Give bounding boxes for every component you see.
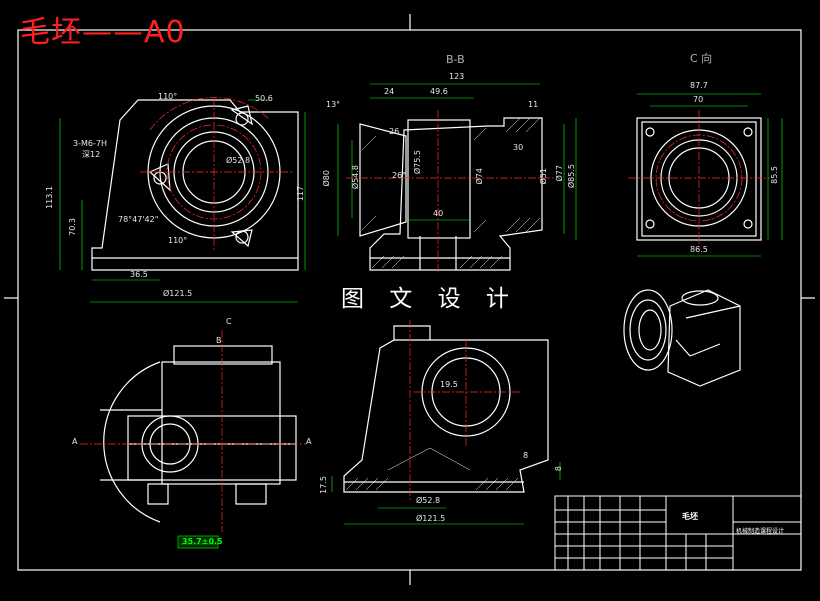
dim-label: Ø80 xyxy=(322,170,331,187)
dim-label: 24 xyxy=(384,87,395,96)
dim-label: 110° xyxy=(158,92,178,101)
view-left-upper xyxy=(91,99,299,271)
dim-label: 86.5 xyxy=(690,245,708,254)
dim-label: 26° xyxy=(392,171,407,180)
view-front xyxy=(343,325,549,493)
view-bb-dims xyxy=(337,83,577,240)
dim-label: 8 xyxy=(523,451,529,460)
dim-label: Ø85.5 xyxy=(567,164,576,189)
view-left-upper-centerlines xyxy=(140,97,292,252)
dim-label: 85.5 xyxy=(770,166,779,184)
dim-label: Ø52.8 xyxy=(416,496,441,505)
dim-label: 113.1 xyxy=(45,186,54,209)
title-block-part: 毛坯 xyxy=(682,512,698,521)
dim-label: 8 xyxy=(554,466,563,472)
section-mark: C xyxy=(226,317,232,326)
dim-label: 13° xyxy=(326,100,341,109)
title-block-school: 机械制造课程设计 xyxy=(736,528,785,535)
dim-label: Ø74 xyxy=(475,168,484,185)
dim-label: 87.7 xyxy=(690,81,708,90)
drawing-title: 毛坯——A0 xyxy=(20,15,186,50)
center-label: 图 文 设 计 xyxy=(341,286,518,312)
view-c-dims xyxy=(637,93,783,257)
section-mark: A xyxy=(72,437,78,446)
dim-label: 117 xyxy=(296,186,305,202)
dim-label-tolerance: 35.7±0.5 xyxy=(182,537,223,546)
dim-label: 26 xyxy=(389,127,400,136)
drawing-frame xyxy=(4,14,815,585)
dim-label: 70 xyxy=(693,95,704,104)
dim-label: 3-M6-7H xyxy=(73,139,107,148)
view-bb-section xyxy=(359,117,543,271)
dim-label: Ø75.5 xyxy=(413,150,422,175)
dim-label: Ø77 xyxy=(555,165,564,182)
dim-label: 30 xyxy=(513,143,524,152)
dim-label: 36.5 xyxy=(130,270,148,279)
view-c-direction xyxy=(636,117,762,241)
dim-label: 19.5 xyxy=(440,380,458,389)
section-label-bb: B-B xyxy=(446,53,465,66)
section-mark: B xyxy=(216,336,222,345)
view-front-dims xyxy=(331,462,561,525)
dim-label: 深12 xyxy=(82,150,101,159)
view-bb-centerlines xyxy=(346,110,556,272)
view-left-upper-dims xyxy=(59,99,306,303)
dim-label: 17.5 xyxy=(319,476,328,494)
dim-label: 40 xyxy=(433,209,444,218)
dim-label: 123 xyxy=(449,72,465,81)
view-front-hatch xyxy=(345,447,519,491)
dim-label: 110° xyxy=(168,236,188,245)
view-bottom-left-centerlines xyxy=(80,330,306,532)
dim-label: Ø121.5 xyxy=(163,289,193,298)
view-label-c: C 向 xyxy=(690,52,713,65)
view-bottom-left xyxy=(100,345,297,523)
view-bb-hatch xyxy=(361,117,541,269)
view-iso xyxy=(623,289,741,387)
section-mark: A xyxy=(306,437,312,446)
view-bottom-left-dims xyxy=(177,535,219,549)
dim-label: 70.3 xyxy=(68,218,77,236)
view-c-centerlines xyxy=(628,110,770,250)
dim-label: 49.6 xyxy=(430,87,448,96)
dim-label: Ø52.8 xyxy=(226,156,251,165)
view-front-centerlines xyxy=(409,320,520,500)
dim-label: 78°47'42" xyxy=(118,215,159,224)
dim-label: Ø54.8 xyxy=(351,165,360,190)
dim-label: 11 xyxy=(528,100,539,109)
dim-label: Ø51 xyxy=(539,168,548,185)
title-block xyxy=(554,495,802,571)
dim-label: Ø121.5 xyxy=(416,514,446,523)
dim-label: 50.6 xyxy=(255,94,273,103)
